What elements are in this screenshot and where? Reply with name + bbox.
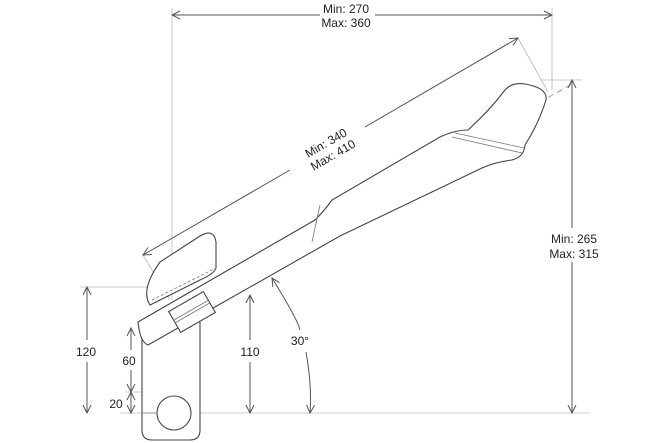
reach-max-label: Max: 360 — [321, 16, 371, 30]
angle-label: 30° — [291, 334, 309, 348]
angle-arc — [272, 278, 301, 331]
stack-total-label: 120 — [76, 345, 96, 359]
stem-body — [137, 83, 547, 346]
faceplate-pad — [146, 232, 217, 306]
height-min-label: Min: 265 — [551, 232, 597, 246]
height-max-label: Max: 315 — [549, 247, 599, 261]
stack-lower-label: 20 — [109, 397, 123, 411]
reach-min-label: Min: 270 — [323, 2, 369, 16]
clamp-block — [167, 290, 217, 334]
length-dimension-line — [143, 169, 291, 255]
steerer-clamp — [141, 322, 201, 441]
rise-label: 110 — [240, 345, 259, 359]
stack-upper-label: 60 — [122, 354, 136, 368]
